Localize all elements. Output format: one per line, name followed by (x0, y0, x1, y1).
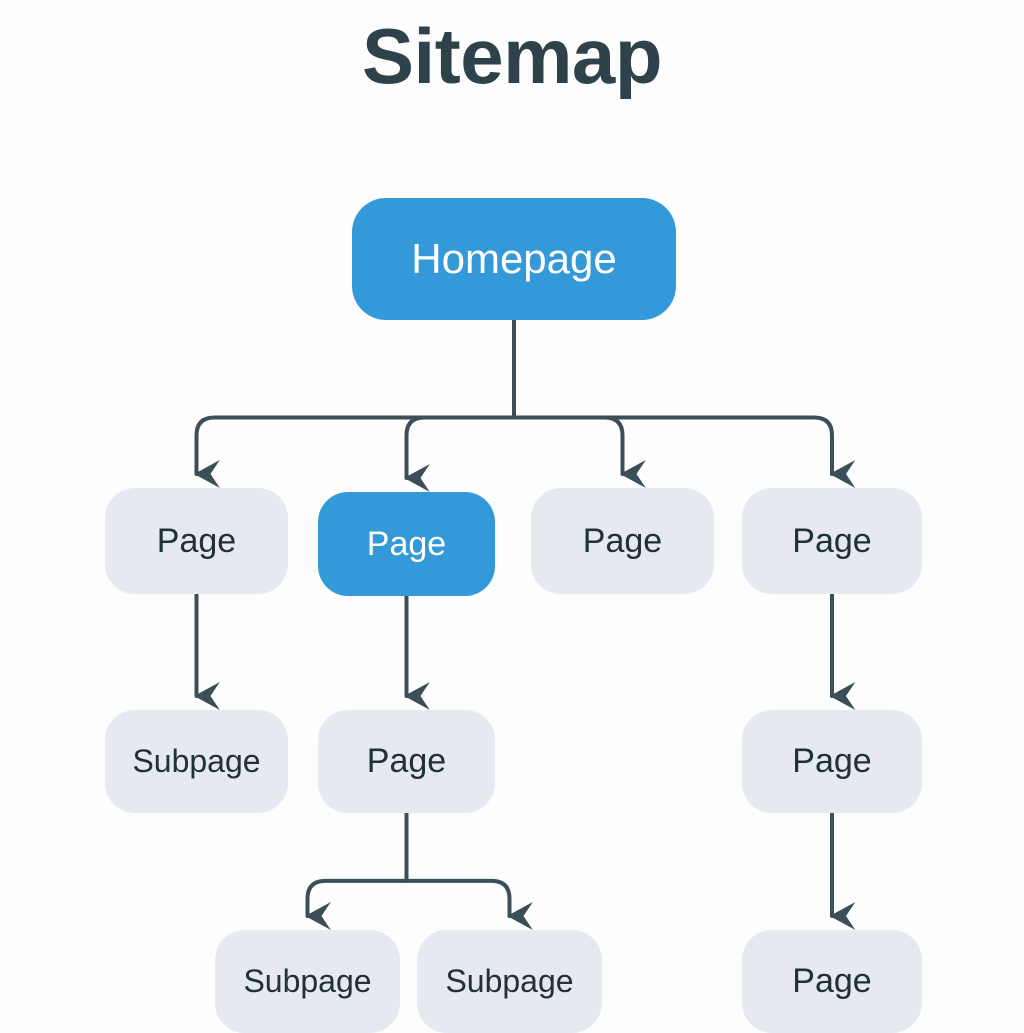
node-subpage-right[interactable]: Subpage (417, 930, 602, 1033)
node-label: Homepage (411, 235, 617, 282)
node-page-c4[interactable]: Page (742, 488, 922, 594)
node-label: Page (792, 962, 872, 1000)
node-label: Page (792, 742, 872, 780)
node-label: Page (366, 524, 447, 563)
node-page-c4-child[interactable]: Page (742, 710, 922, 813)
node-label: Subpage (445, 963, 574, 999)
node-subpage-c1[interactable]: Subpage (105, 710, 288, 813)
node-page-c2-child[interactable]: Page (318, 710, 495, 813)
node-homepage[interactable]: Homepage (352, 198, 676, 320)
page-title: Sitemap (362, 12, 662, 100)
node-label: Subpage (243, 963, 372, 999)
node-subpage-left[interactable]: Subpage (215, 930, 400, 1033)
node-label: Page (366, 742, 447, 780)
node-page-c3[interactable]: Page (531, 488, 714, 594)
node-label: Page (792, 521, 872, 560)
node-page-c2[interactable]: Page (318, 492, 495, 596)
node-label: Page (156, 521, 237, 560)
node-page-c4-grandchild[interactable]: Page (742, 930, 922, 1033)
node-page-c1[interactable]: Page (105, 488, 288, 594)
node-label: Page (582, 521, 663, 560)
node-label: Subpage (132, 743, 261, 779)
